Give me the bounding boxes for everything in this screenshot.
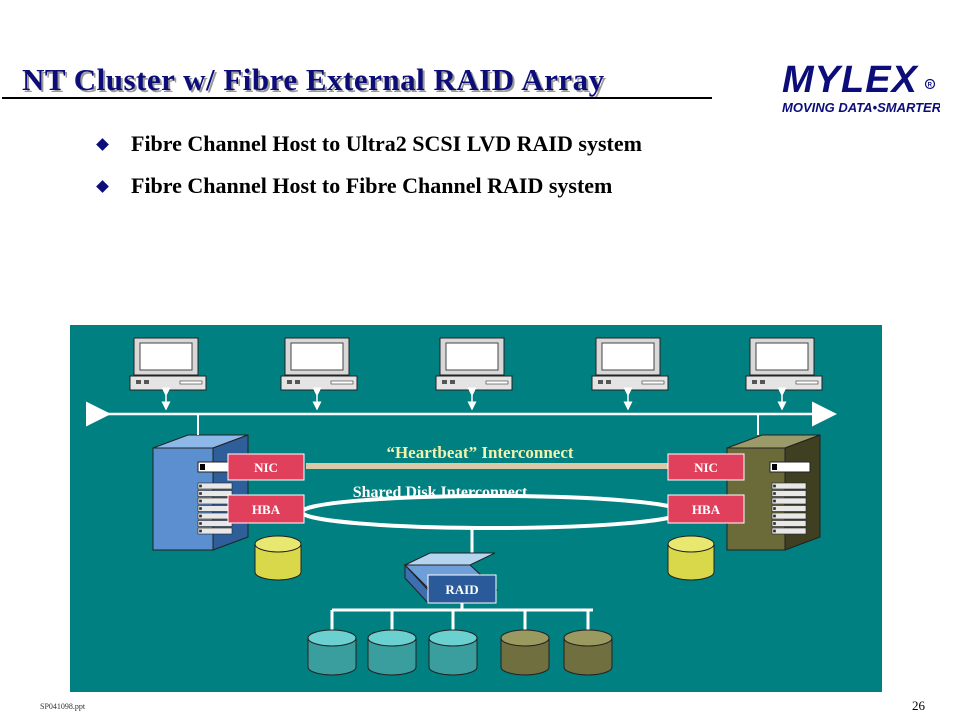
drive-bay bbox=[771, 497, 807, 505]
bullet-item: Fibre Channel Host to Fibre Channel RAID… bbox=[95, 170, 642, 212]
right-server bbox=[726, 434, 821, 551]
drive-bay bbox=[197, 490, 233, 497]
left-server bbox=[152, 434, 249, 551]
client-workstation bbox=[129, 337, 207, 411]
raid-label: RAID bbox=[445, 582, 478, 597]
client-workstation bbox=[745, 337, 823, 411]
logo-brand: MYLEX bbox=[782, 59, 920, 101]
drive-bay bbox=[771, 527, 807, 535]
drive-bay bbox=[771, 482, 807, 490]
drive-bay bbox=[197, 497, 233, 505]
drive-bay bbox=[771, 520, 807, 527]
left-local-disk bbox=[254, 535, 302, 581]
right-hba-label: HBA bbox=[692, 502, 721, 517]
right-local-disk bbox=[667, 535, 715, 581]
bullet-text: Fibre Channel Host to Fibre Channel RAID… bbox=[131, 173, 613, 198]
logo-registered: R bbox=[928, 83, 933, 89]
page-number: 26 bbox=[912, 698, 925, 713]
drive-bay bbox=[771, 490, 807, 497]
logo-tagline: MOVING DATA•SMARTER bbox=[782, 100, 940, 115]
diamond-bullet-icon bbox=[96, 180, 109, 193]
diamond-bullet-icon bbox=[96, 138, 109, 151]
left-nic-label: NIC bbox=[254, 460, 278, 475]
footer-filename: SP041098.ppt bbox=[40, 702, 86, 711]
drive-bay bbox=[197, 527, 233, 535]
title-underline bbox=[2, 97, 712, 99]
heartbeat-label: “Heartbeat” Interconnect bbox=[386, 443, 573, 462]
array-disk bbox=[367, 629, 417, 676]
client-workstation bbox=[591, 337, 669, 411]
right-hba-box: HBA bbox=[667, 494, 745, 524]
cluster-diagram: “Heartbeat” Interconnect Shared Disk Int… bbox=[70, 325, 882, 692]
client-workstation bbox=[280, 337, 358, 411]
right-nic-label: NIC bbox=[694, 460, 718, 475]
drive-bay bbox=[771, 505, 807, 512]
drive-bay bbox=[197, 512, 233, 520]
mylex-logo: MYLEX R MOVING DATA•SMARTER bbox=[782, 59, 940, 115]
drive-bay bbox=[197, 482, 233, 490]
left-nic-box: NIC bbox=[227, 453, 305, 481]
left-hba-box: HBA bbox=[227, 494, 305, 524]
left-hba-label: HBA bbox=[252, 502, 281, 517]
slide-title: NT Cluster w/ Fibre External RAID Array bbox=[22, 62, 605, 97]
bullet-item: Fibre Channel Host to Ultra2 SCSI LVD RA… bbox=[95, 128, 642, 170]
bullet-list: Fibre Channel Host to Ultra2 SCSI LVD RA… bbox=[95, 128, 642, 212]
raid-controller: RAID bbox=[403, 552, 499, 605]
client-workstation bbox=[435, 337, 513, 411]
drive-bay bbox=[771, 512, 807, 520]
drive-bay bbox=[197, 505, 233, 512]
array-disk bbox=[563, 629, 613, 676]
drive-bay bbox=[197, 520, 233, 527]
array-disk bbox=[307, 629, 357, 676]
heartbeat-link bbox=[306, 463, 668, 469]
array-disk bbox=[428, 629, 478, 676]
array-disk bbox=[500, 629, 550, 676]
right-nic-box: NIC bbox=[667, 453, 745, 481]
bullet-text: Fibre Channel Host to Ultra2 SCSI LVD RA… bbox=[131, 131, 642, 156]
